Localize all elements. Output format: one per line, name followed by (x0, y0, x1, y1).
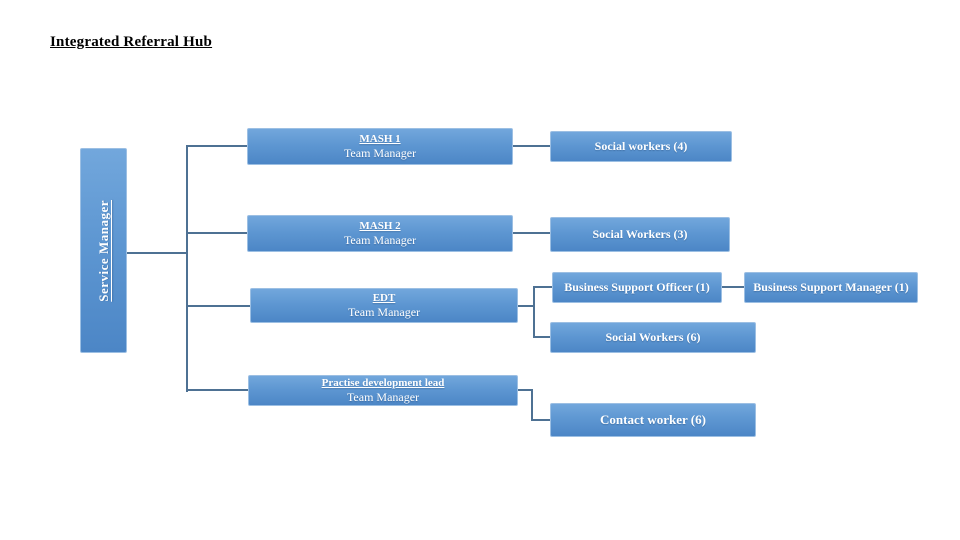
org-node-label: Social workers (4) (594, 139, 688, 153)
org-node-social-workers-3: Social Workers (3) (550, 217, 730, 252)
org-node-title: MASH 2 (359, 220, 401, 232)
connector-trunk (186, 145, 188, 392)
org-node-subtitle: Team Manager (343, 146, 417, 160)
org-node-label: Social Workers (3) (592, 227, 688, 241)
org-node-title: MASH 1 (359, 133, 401, 145)
org-node-label: Service Manager (95, 199, 111, 302)
org-node-social-workers-4: Social workers (4) (550, 131, 732, 162)
org-node-social-workers-6: Social Workers (6) (550, 322, 756, 353)
connector-officer-to-manager (722, 286, 744, 288)
org-node-service-manager: Service Manager (80, 148, 127, 353)
connector-edt-branch-vertical (533, 286, 535, 338)
org-node-practise-development-lead: Practise development lead Team Manager (248, 375, 518, 406)
slide-title: Integrated Referral Hub (50, 34, 213, 50)
connector-to-social-workers-6 (533, 336, 550, 338)
org-node-subtitle: Team Manager (347, 305, 421, 319)
connector-root-to-trunk (127, 252, 187, 254)
connector-to-contact-worker (531, 419, 550, 421)
connector-practise-branch-vertical (531, 389, 533, 421)
org-node-subtitle: Team Manager (346, 390, 420, 404)
org-node-contact-worker: Contact worker (6) (550, 403, 756, 437)
org-node-title: EDT (372, 292, 396, 304)
org-node-title: Practise development lead (321, 377, 445, 389)
org-node-label: Social Workers (6) (605, 330, 701, 344)
org-node-mash-1: MASH 1 Team Manager (247, 128, 513, 165)
org-node-edt: EDT Team Manager (250, 288, 518, 323)
connector-to-business-support-officer (533, 286, 552, 288)
org-node-business-support-manager: Business Support Manager (1) (744, 272, 918, 303)
org-node-subtitle: Team Manager (343, 233, 417, 247)
org-node-label: Business Support Officer (1) (564, 280, 710, 294)
org-node-business-support-officer: Business Support Officer (1) (552, 272, 722, 303)
org-node-label: Contact worker (6) (600, 412, 706, 427)
org-node-mash-2: MASH 2 Team Manager (247, 215, 513, 252)
org-node-label: Business Support Manager (1) (753, 280, 909, 294)
